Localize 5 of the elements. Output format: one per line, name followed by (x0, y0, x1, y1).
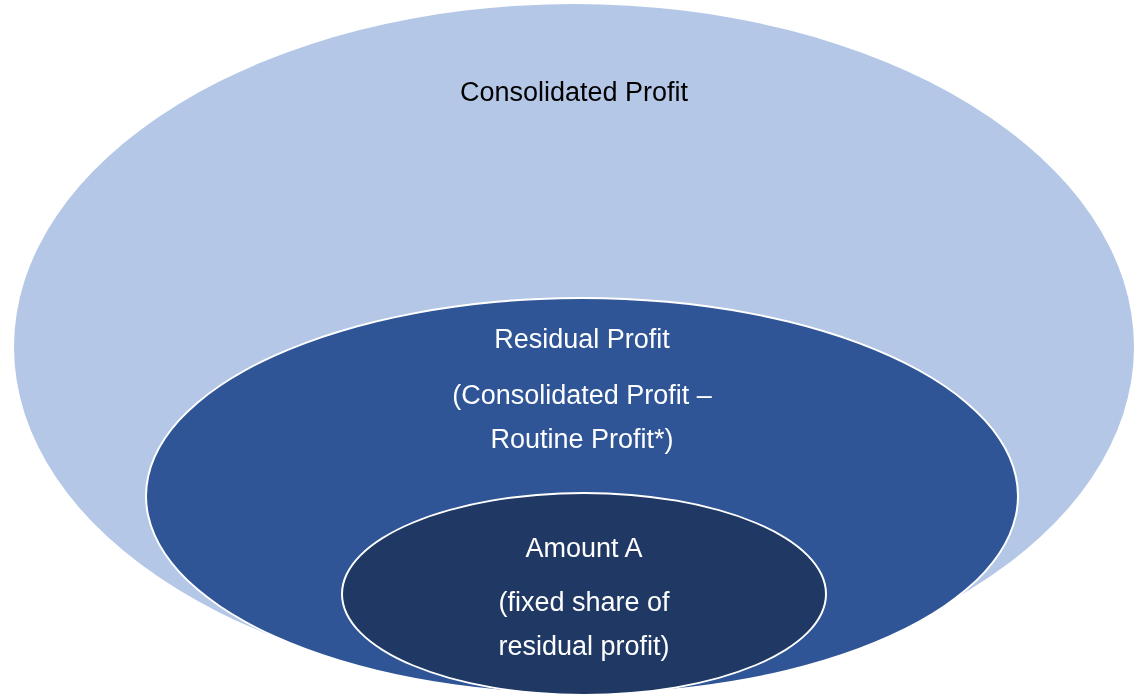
ellipse-description: (fixed share of residual profit) (497, 586, 671, 663)
ellipse-description: (Consolidated Profit – Routine Profit*) (451, 379, 713, 456)
ellipse-heading: Residual Profit (493, 323, 671, 356)
ellipse-heading: Consolidated Profit (458, 76, 690, 109)
ellipse-heading: Amount A (524, 532, 644, 565)
